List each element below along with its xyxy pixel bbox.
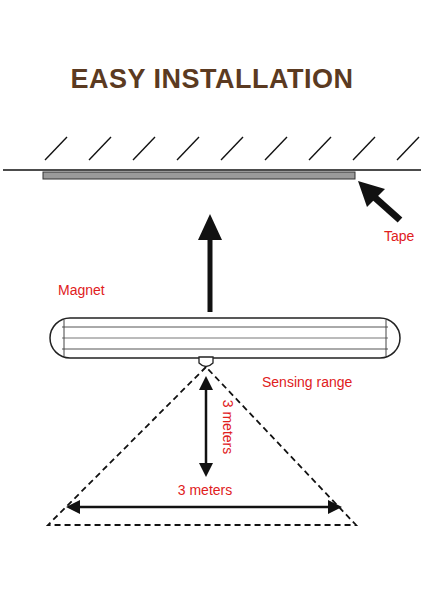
- hatch-stroke: [265, 137, 287, 160]
- tape-label: Tape: [384, 228, 414, 244]
- mount-arrow-head: [198, 214, 222, 240]
- hatch-stroke: [397, 137, 419, 160]
- hatch-stroke: [45, 137, 67, 160]
- hatch-stroke: [221, 137, 243, 160]
- tape-strip: [43, 172, 355, 179]
- ceiling-line: [3, 169, 421, 171]
- width-arrow-left: [66, 500, 80, 514]
- tape-pointer: [372, 195, 400, 220]
- width-arrow-right: [328, 500, 342, 514]
- light-bar: [50, 318, 400, 358]
- height-arrow-top: [199, 376, 213, 390]
- magnet-label: Magnet: [58, 282, 105, 298]
- hatch-stroke: [309, 137, 331, 160]
- sensing-range-label: Sensing range: [262, 374, 352, 390]
- height-arrow-bottom: [199, 463, 213, 477]
- hatch-stroke: [89, 137, 111, 160]
- mount-arrow: [208, 236, 213, 312]
- tape-pointer-head: [358, 181, 385, 207]
- width-dimension: [78, 506, 330, 509]
- height-label: 3 meters: [220, 400, 236, 454]
- hatch-stroke: [133, 137, 155, 160]
- ceiling-hatch: [45, 137, 419, 160]
- sensing-cone: [48, 367, 356, 525]
- hatch-stroke: [353, 137, 375, 160]
- width-label: 3 meters: [178, 482, 232, 498]
- page-title: EASY INSTALLATION: [70, 64, 353, 95]
- motion-sensor: [199, 357, 213, 367]
- hatch-stroke: [177, 137, 199, 160]
- height-dimension: [205, 386, 208, 467]
